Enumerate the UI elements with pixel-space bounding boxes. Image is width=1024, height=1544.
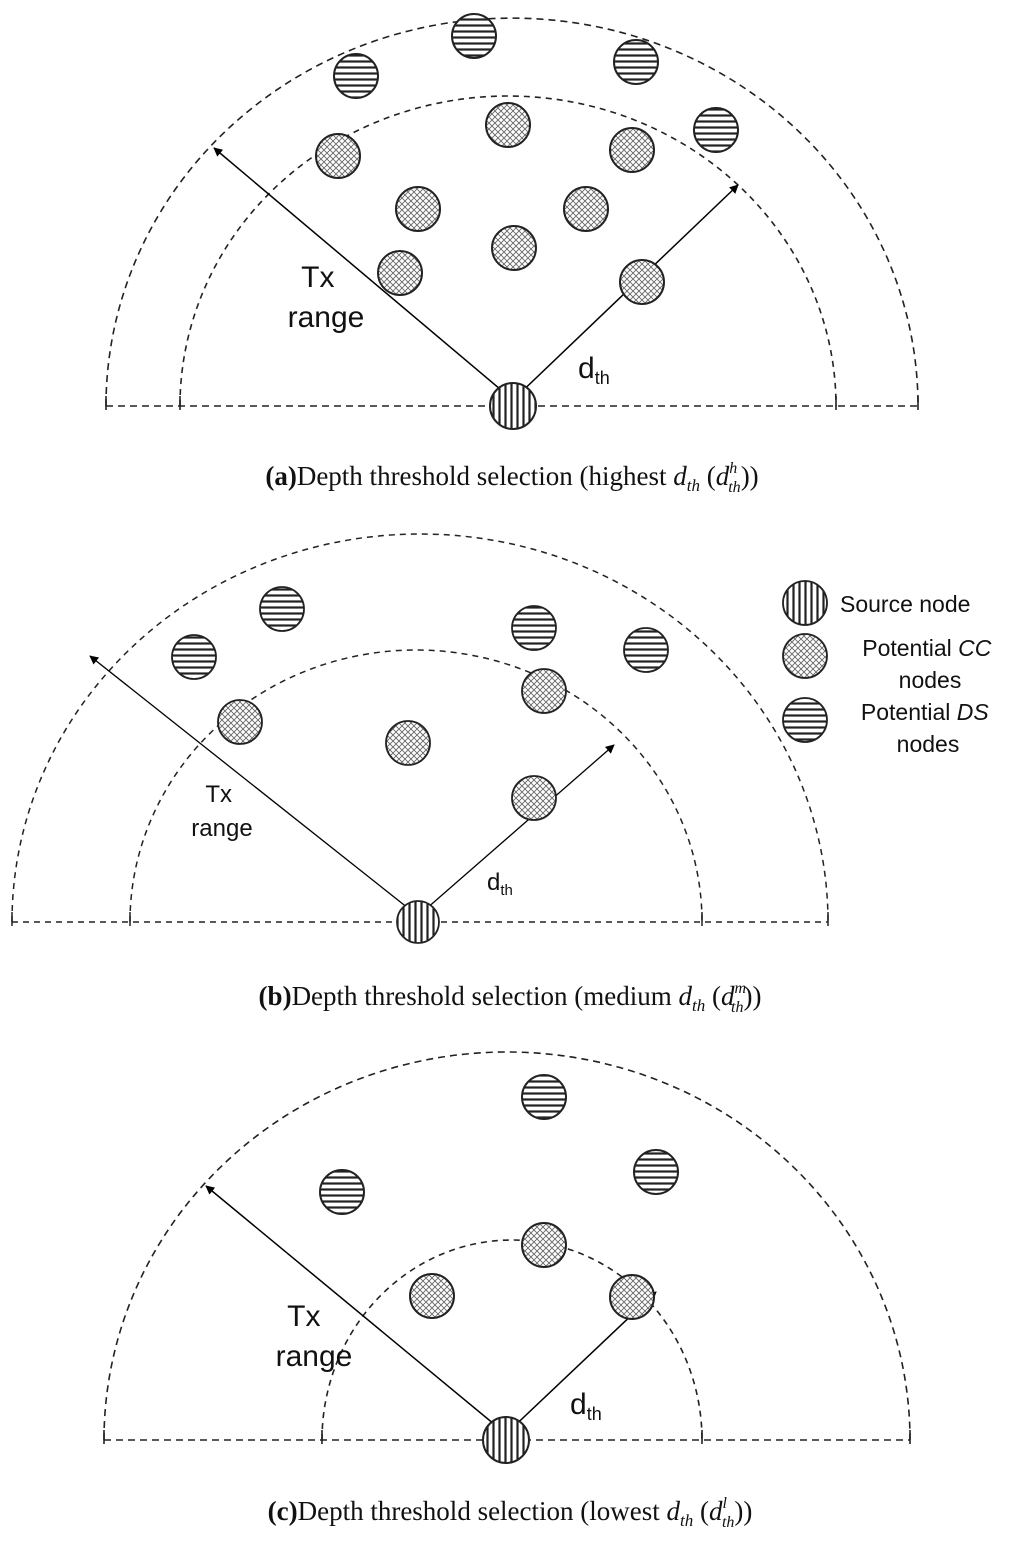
tx-range-arrow: [205, 1185, 507, 1435]
cc-node: [395, 186, 441, 232]
ds-node: [171, 634, 217, 680]
tx-label: Tx: [301, 261, 334, 294]
cc-nodes: [217, 668, 567, 821]
cc-node: [491, 225, 537, 271]
dth-label: dth: [487, 869, 513, 899]
panel-a: Tx range dth (a)Depth threshold selectio…: [105, 13, 919, 496]
cc-nodes: [315, 102, 665, 305]
legend-ds-label: Potential DS nodes: [861, 699, 995, 757]
tx-range-arc: [11, 533, 829, 923]
caption-b: (b)Depth threshold selection (medium dth…: [259, 980, 762, 1016]
cc-node: [609, 127, 655, 173]
tx-label: Tx: [287, 1300, 320, 1333]
dth-arc: [321, 1239, 703, 1441]
tx-label: range: [191, 815, 252, 842]
cc-node: [217, 699, 263, 745]
cc-node: [485, 102, 531, 148]
dth-arc: [179, 95, 837, 407]
ds-node: [319, 1169, 365, 1215]
ds-node: [259, 586, 305, 632]
ds-node: [521, 1074, 567, 1120]
svg-text:Tx range: Tx range: [276, 1300, 353, 1373]
caption-a: (a)Depth threshold selection (highest dt…: [265, 460, 758, 496]
cc-node: [409, 1273, 455, 1319]
ds-node: [633, 1149, 679, 1195]
legend-cc-swatch: [782, 633, 828, 679]
cc-node: [385, 720, 431, 766]
ds-node: [333, 53, 379, 99]
legend-cc-label: Potential CC nodes: [862, 635, 998, 693]
cc-node: [609, 1274, 655, 1320]
tx-label: range: [276, 1340, 353, 1373]
ds-nodes: [333, 13, 739, 153]
ds-nodes: [171, 586, 669, 680]
tx-range-arc: [105, 17, 919, 407]
legend-ds-swatch: [782, 697, 828, 743]
panel-c: Tx range dth (c)Depth threshold selectio…: [103, 1051, 911, 1531]
ds-node: [623, 627, 669, 673]
source-node: [482, 1416, 530, 1464]
tx-label: Tx: [205, 781, 232, 808]
ds-node: [511, 605, 557, 651]
svg-text:Tx range: Tx range: [288, 261, 365, 334]
ds-node: [451, 13, 497, 59]
cc-node: [521, 668, 567, 714]
legend: Source node Potential CC nodes Potential…: [782, 580, 998, 757]
ds-node: [613, 39, 659, 85]
ds-node: [693, 107, 739, 153]
cc-node: [521, 1222, 567, 1268]
legend-source-label: Source node: [840, 591, 970, 617]
cc-node: [377, 250, 423, 296]
tx-range-arrow: [213, 147, 514, 401]
ds-nodes: [319, 1074, 679, 1215]
dth-label: dth: [578, 352, 610, 388]
cc-node: [315, 133, 361, 179]
cc-nodes: [409, 1222, 655, 1320]
svg-text:Tx range: Tx range: [191, 781, 252, 842]
legend-source-swatch: [782, 580, 828, 626]
tx-range-arc: [103, 1051, 911, 1441]
dth-arc: [129, 649, 703, 923]
dth-label: dth: [570, 1388, 602, 1424]
cc-node: [619, 259, 665, 305]
cc-node: [511, 775, 557, 821]
caption-c: (c)Depth threshold selection (lowest dth…: [268, 1495, 753, 1531]
tx-label: range: [288, 301, 365, 334]
source-node: [396, 900, 440, 944]
source-node: [489, 382, 537, 430]
tx-range-arrow: [89, 655, 419, 917]
cc-node: [563, 186, 609, 232]
panel-b: Tx range dth Source node Potential CC no…: [11, 533, 998, 1016]
dth-arrow: [417, 744, 615, 917]
